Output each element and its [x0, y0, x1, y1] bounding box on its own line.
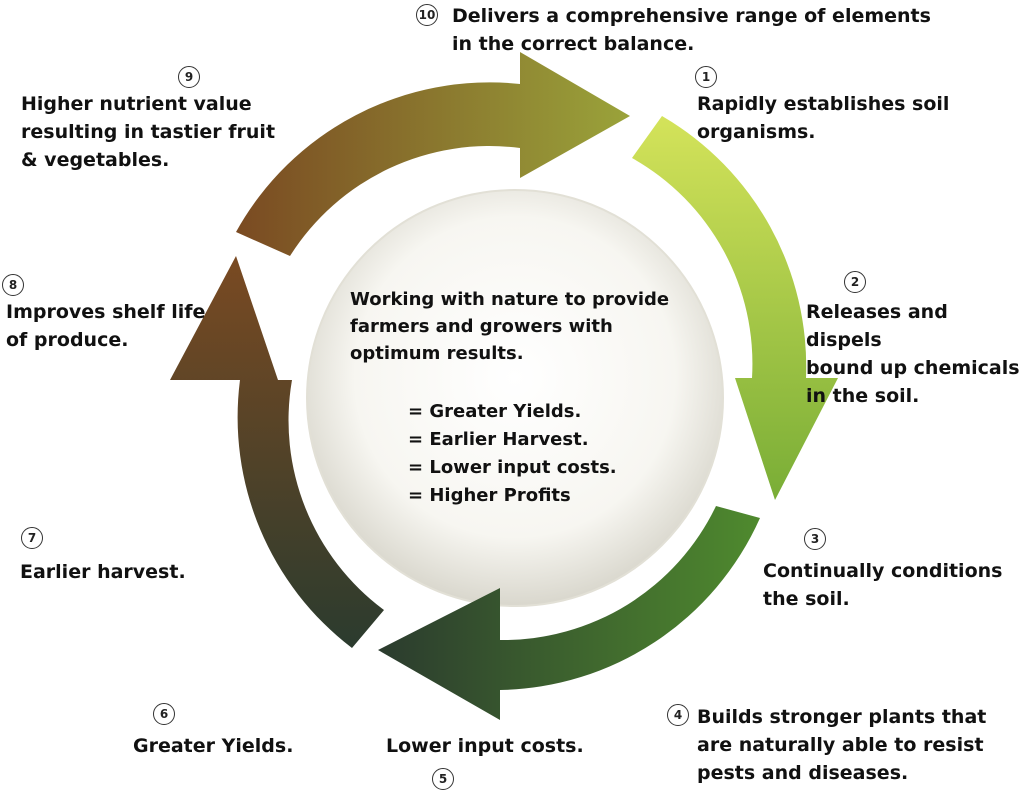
step-number-9: 9	[178, 66, 200, 88]
arrow-top	[236, 52, 630, 256]
step-label-4: Builds stronger plants that are naturall…	[697, 706, 987, 784]
step-label-1: Rapidly establishes soil organisms.	[697, 93, 950, 143]
step-number-7: 7	[21, 527, 43, 549]
step-label-6: Greater Yields.	[133, 735, 294, 757]
step-number-1: 1	[695, 66, 717, 88]
step-number-8: 8	[2, 274, 24, 296]
step-label-3: Continually conditions the soil.	[763, 560, 1003, 610]
benefit-item: = Lower input costs.	[408, 457, 617, 478]
benefit-item: = Earlier Harvest.	[408, 429, 589, 450]
arrow-bottom	[378, 506, 760, 720]
step-number-10: 10	[416, 4, 438, 26]
step-number-2: 2	[844, 271, 866, 293]
center-circle	[306, 189, 724, 607]
arrow-right	[632, 116, 838, 500]
step-number-4: 4	[667, 704, 689, 726]
benefit-item: = Greater Yields.	[408, 401, 582, 422]
step-label-7: Earlier harvest.	[20, 561, 186, 583]
step-label-8: Improves shelf life of produce.	[6, 301, 206, 351]
step-number-5: 5	[432, 768, 454, 790]
step-number-6: 6	[153, 703, 175, 725]
step-label-2: Releases and dispels bound up chemicals …	[806, 301, 1020, 407]
arrow-left	[170, 256, 384, 648]
center-statement: Working with nature to provide farmers a…	[350, 289, 670, 364]
step-number-3: 3	[804, 528, 826, 550]
step-label-10: Delivers a comprehensive range of elemen…	[452, 5, 931, 55]
step-label-9: Higher nutrient value resulting in tasti…	[21, 93, 276, 171]
benefit-item: = Higher Profits	[408, 485, 571, 506]
benefits-list: = Greater Yields. = Earlier Harvest. = L…	[408, 398, 617, 510]
step-label-5: Lower input costs.	[386, 735, 584, 757]
